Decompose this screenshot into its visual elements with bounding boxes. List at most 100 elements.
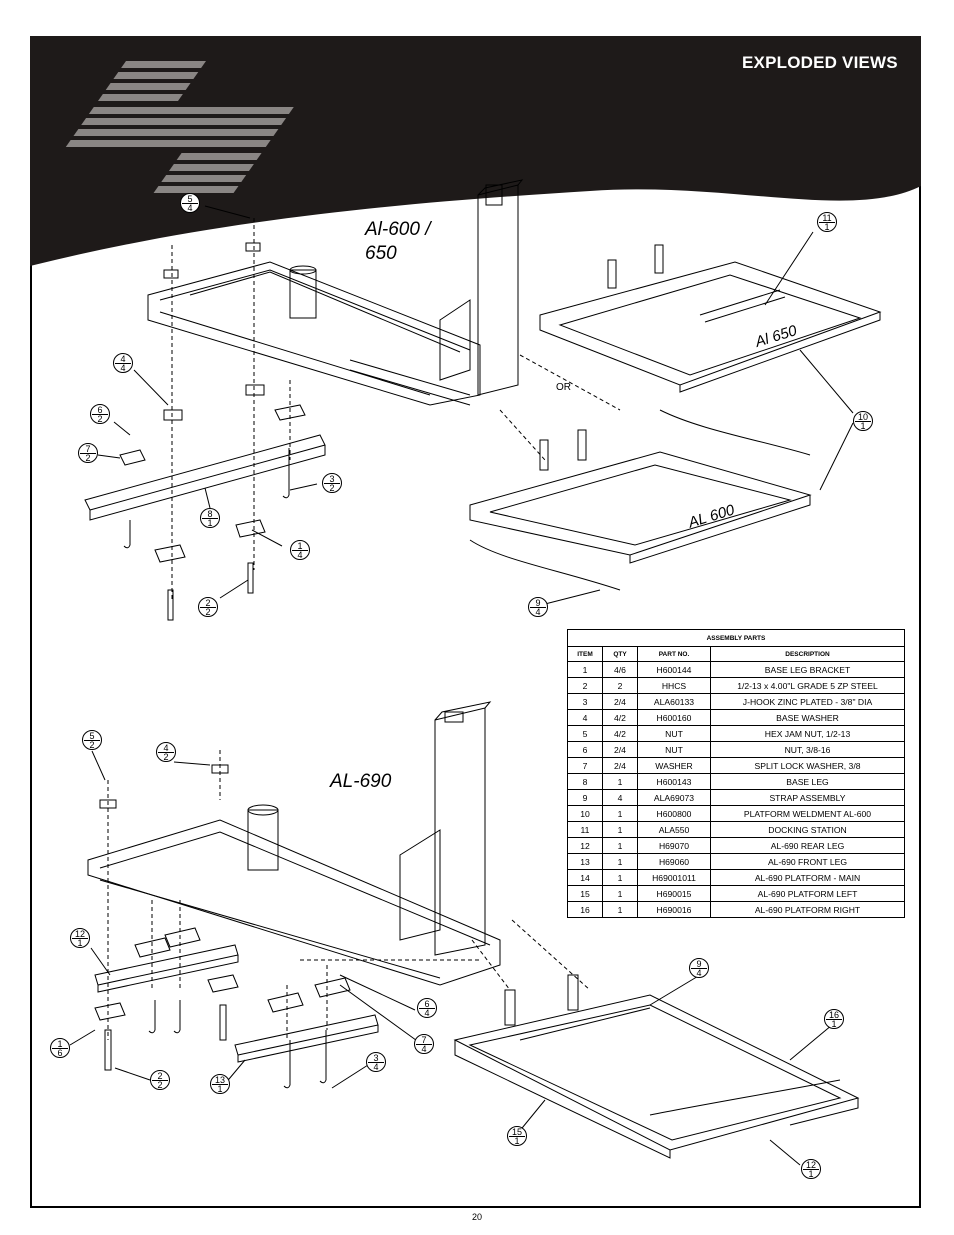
table-cell: DOCKING STATION bbox=[710, 821, 905, 838]
table-cell: 1 bbox=[602, 821, 638, 838]
table-cell: AL-690 PLATFORM RIGHT bbox=[710, 901, 905, 918]
header-band bbox=[30, 36, 921, 266]
table-cell: AL-690 REAR LEG bbox=[710, 837, 905, 854]
model-label-al690: AL-690 bbox=[330, 771, 392, 792]
table-cell: H690016 bbox=[637, 901, 711, 918]
al600-mast bbox=[477, 179, 524, 396]
or-label: OR bbox=[556, 382, 571, 393]
table-cell: PLATFORM WELDMENT AL-600 bbox=[710, 805, 905, 822]
table-cell: 8 bbox=[567, 773, 603, 790]
al690-platform bbox=[453, 974, 860, 1159]
table-cell: 4 bbox=[602, 789, 638, 806]
table-cell: STRAP ASSEMBLY bbox=[710, 789, 905, 806]
table-cell: 4/2 bbox=[602, 725, 638, 742]
al690-mast bbox=[434, 701, 492, 956]
table-cell: 2 bbox=[567, 677, 603, 694]
table-cell: 1 bbox=[602, 773, 638, 790]
table-cell: 16 bbox=[567, 901, 603, 918]
table-cell: AL-690 PLATFORM - MAIN bbox=[710, 869, 905, 886]
table-cell: H690015 bbox=[637, 885, 711, 902]
table-cell: BASE LEG BRACKET bbox=[710, 661, 905, 678]
al650-platform bbox=[539, 244, 882, 393]
table-cell: ALA69073 bbox=[637, 789, 711, 806]
al600-platform bbox=[469, 409, 812, 591]
table-cell: 1 bbox=[602, 805, 638, 822]
table-cell: 2/4 bbox=[602, 693, 638, 710]
table-cell: 2/4 bbox=[602, 757, 638, 774]
table-caption: ASSEMBLY PARTS bbox=[567, 629, 905, 647]
page-number: 20 bbox=[471, 1212, 482, 1222]
table-cell: 1 bbox=[567, 661, 603, 678]
table-cell: H69070 bbox=[637, 837, 711, 854]
table-cell: AL-690 PLATFORM LEFT bbox=[710, 885, 905, 902]
assembly-parts-table: ASSEMBLY PARTS ITEM QTY PART NO. DESCRIP… bbox=[567, 629, 905, 918]
table-cell: H600800 bbox=[637, 805, 711, 822]
al690-base-frame bbox=[87, 804, 501, 986]
table-cell: NUT bbox=[637, 741, 711, 758]
table-cell: BASE LEG bbox=[710, 773, 905, 790]
table-cell: ALA60133 bbox=[637, 693, 711, 710]
al600-base-frame bbox=[147, 261, 481, 406]
table-cell: 12 bbox=[567, 837, 603, 854]
table-cell: HHCS bbox=[637, 677, 711, 694]
table-cell: HEX JAM NUT, 1/2-13 bbox=[710, 725, 905, 742]
table-cell: 4/2 bbox=[602, 709, 638, 726]
table-cell: H69060 bbox=[637, 853, 711, 870]
table-cell: 4/6 bbox=[602, 661, 638, 678]
table-cell: BASE WASHER bbox=[710, 709, 905, 726]
al600-loose-parts bbox=[84, 242, 326, 621]
table-cell: 1 bbox=[602, 853, 638, 870]
table-cell: 3 bbox=[567, 693, 603, 710]
column-header: QTY bbox=[602, 646, 638, 662]
table-cell: 6 bbox=[567, 741, 603, 758]
al600-leader-lines bbox=[171, 218, 621, 600]
table-cell: 2 bbox=[602, 677, 638, 694]
table-cell: 15 bbox=[567, 885, 603, 902]
table-cell: ALA550 bbox=[637, 821, 711, 838]
table-cell: 13 bbox=[567, 853, 603, 870]
table-cell: H69001011 bbox=[637, 869, 711, 886]
table-cell: NUT, 3/8-16 bbox=[710, 741, 905, 758]
table-cell: 1 bbox=[602, 837, 638, 854]
table-cell: 9 bbox=[567, 789, 603, 806]
al690-leader-lines bbox=[107, 750, 591, 1040]
column-header: DESCRIPTION bbox=[710, 646, 905, 662]
table-cell: WASHER bbox=[637, 757, 711, 774]
table-cell: H600160 bbox=[637, 709, 711, 726]
column-header: ITEM bbox=[567, 646, 603, 662]
table-cell: 4 bbox=[567, 709, 603, 726]
page-title: EXPLODED VIEWS bbox=[742, 53, 898, 72]
table-cell: 1 bbox=[602, 885, 638, 902]
